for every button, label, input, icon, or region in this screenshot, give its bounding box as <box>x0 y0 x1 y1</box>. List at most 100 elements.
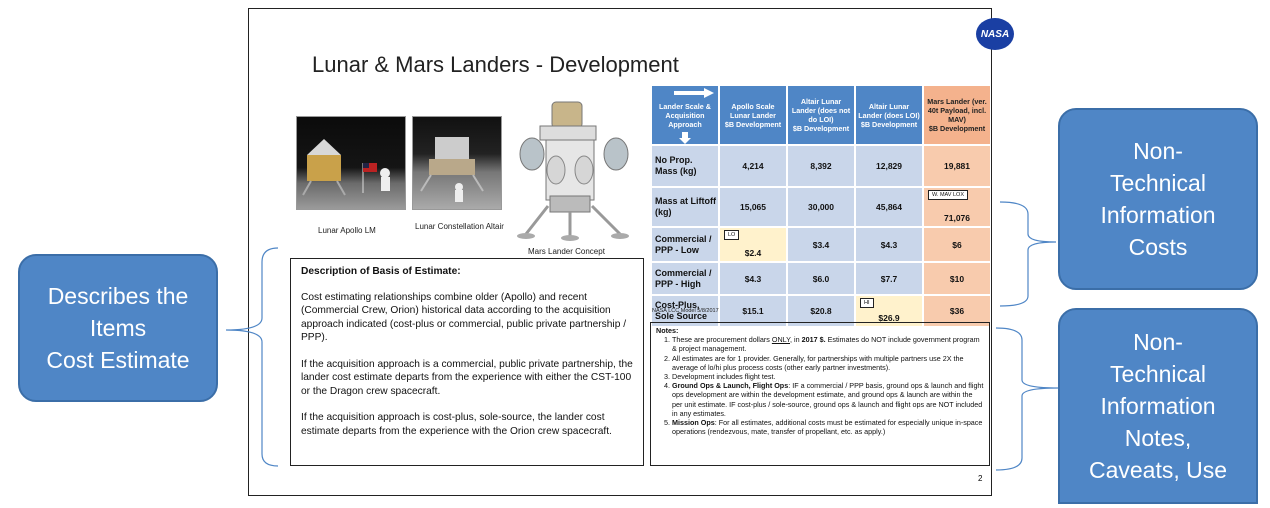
callout-line: Technical <box>1110 361 1206 387</box>
nasa-logo: NASA <box>976 18 1014 50</box>
note-bold: Ground Ops & Launch, Flight Ops <box>672 381 789 391</box>
callout-line: Non- <box>1133 138 1183 164</box>
description-heading: Description of Basis of Estimate: <box>301 266 461 277</box>
notes-title: Notes: <box>656 326 679 335</box>
arrow-down-icon <box>679 132 691 144</box>
arrow-right-icon <box>674 88 714 98</box>
table-cell: 4,214 <box>720 146 786 186</box>
table-row: Mass at Liftoff (kg) 15,065 30,000 45,86… <box>652 188 990 226</box>
table-cell: 12,829 <box>856 146 922 186</box>
table-cell: $4.3 <box>856 228 922 261</box>
cost-table: Lander Scale & Acquisition Approach Apol… <box>650 84 992 328</box>
description-paragraph-2: If the acquisition approach is a commerc… <box>301 358 633 397</box>
table-corner-cell: Lander Scale & Acquisition Approach <box>652 86 718 144</box>
table-cell: 45,864 <box>856 188 922 226</box>
callout-line: Information <box>1100 202 1216 228</box>
table-row: No Prop. Mass (kg) 4,214 8,392 12,829 19… <box>652 146 990 186</box>
note-item: These are procurement dollars ONLY, in 2… <box>672 335 984 353</box>
callout-text: Non- Technical Information Costs <box>1100 135 1215 263</box>
table-row: Commercial / PPP - Low LO $2.4 $3.4 $4.3… <box>652 228 990 261</box>
callout-notes: Non- Technical Information Notes, Caveat… <box>1058 308 1258 504</box>
callout-line: Non- <box>1133 329 1183 355</box>
slide-title: Lunar & Mars Landers - Development <box>312 52 679 77</box>
col-name: Altair Lunar Lander (does LOI) <box>858 101 920 120</box>
page-number: 2 <box>978 474 983 483</box>
col-unit: $B Development <box>724 119 782 129</box>
callout-line: Costs <box>1128 234 1188 260</box>
table-cell-value: 71,076 <box>944 213 970 223</box>
notes-list: These are procurement dollars ONLY, in 2… <box>656 335 984 436</box>
hi-tag: HI <box>860 298 874 308</box>
apollo-caption: Lunar Apollo LM <box>318 226 376 235</box>
description-paragraph-3: If the acquisition approach is cost-plus… <box>301 412 612 437</box>
callout-line: Caveats, Use <box>1088 457 1228 483</box>
note-bold: 2017 $. <box>801 335 826 345</box>
table-cell: 19,881 <box>924 146 990 186</box>
note-bold: Mission Ops <box>672 418 715 428</box>
note-text: , in <box>790 335 802 345</box>
table-cell-value: $26.9 <box>878 313 900 323</box>
table-cell-value: $2.4 <box>744 248 762 258</box>
description-box: Description of Basis of Estimate: Cost e… <box>290 258 644 466</box>
table-row: Commercial / PPP - High $4.3 $6.0 $7.7 $… <box>652 263 990 294</box>
table-cell: 15,065 <box>720 188 786 226</box>
table-cell: $15.1 <box>720 296 786 326</box>
col-name: Apollo Scale Lunar Lander <box>730 101 776 120</box>
mars-lander-caption: Mars Lander Concept <box>528 247 605 256</box>
note-item: All estimates are for 1 provider. Genera… <box>672 354 984 372</box>
note-item: Mission Ops: For all estimates, addition… <box>672 418 984 436</box>
description-paragraph-1: Cost estimating relationships combine ol… <box>301 291 627 344</box>
note-item: Development includes flight test. <box>672 372 984 381</box>
callout-describes-items: Describes the Items Cost Estimate <box>18 254 218 402</box>
note-text: Estimates do NOT include government prog… <box>672 335 980 354</box>
notes-box: Notes: These are procurement dollars ONL… <box>650 322 990 466</box>
table-cell: $6 <box>924 228 990 261</box>
row-label: No Prop. Mass (kg) <box>652 146 718 186</box>
table-cell-mars-liftoff: W. MAV LOX 71,076 <box>924 188 990 226</box>
callout-costs: Non- Technical Information Costs <box>1058 108 1258 290</box>
callout-line: Items <box>89 315 147 341</box>
col-unit: $B Development <box>792 124 850 133</box>
row-label: Cost-Plus, Sole Source <box>652 296 718 326</box>
table-cell: $7.7 <box>856 263 922 294</box>
note-item: Ground Ops & Launch, Flight Ops: IF a co… <box>672 381 984 418</box>
note-underline: ONLY <box>771 335 790 345</box>
callout-text: Describes the Items Cost Estimate <box>46 280 189 376</box>
col-header-altair-loi: Altair Lunar Lander (does LOI)$B Develop… <box>856 86 922 144</box>
table-cell: $20.8 <box>788 296 854 326</box>
table-cell: $36 <box>924 296 990 326</box>
row-label: Commercial / PPP - Low <box>652 228 718 261</box>
table-cell-altair-loi-cost-plus: HI $26.9 <box>856 296 922 326</box>
table-cell: $4.3 <box>720 263 786 294</box>
col-header-apollo: Apollo Scale Lunar Lander$B Development <box>720 86 786 144</box>
callout-line: Information <box>1100 393 1216 419</box>
col-header-altair-no-loi: Altair Lunar Lander (does not do LOI)$B … <box>788 86 854 144</box>
note-text: : IF a commercial / PPP basis, ground op… <box>672 381 984 418</box>
table-header-row: Lander Scale & Acquisition Approach Apol… <box>652 86 990 144</box>
table-cell: 8,392 <box>788 146 854 186</box>
row-label: Commercial / PPP - High <box>652 263 718 294</box>
mav-tag: W. MAV LOX <box>928 190 968 200</box>
col-unit: $B Development <box>928 124 986 133</box>
mars-lander-render <box>510 96 642 244</box>
altair-photo <box>412 116 502 210</box>
table-cell: $3.4 <box>788 228 854 261</box>
table-cell-apollo-low: LO $2.4 <box>720 228 786 261</box>
callout-line: Describes the <box>47 283 189 309</box>
table-cell: 30,000 <box>788 188 854 226</box>
row-label: Mass at Liftoff (kg) <box>652 188 718 226</box>
table-cell: $10 <box>924 263 990 294</box>
table-cell: $6.0 <box>788 263 854 294</box>
table-corner-label: Lander Scale & Acquisition Approach <box>659 101 711 129</box>
altair-caption: Lunar Constellation Altair <box>415 222 504 231</box>
callout-line: Cost Estimate <box>46 347 190 373</box>
col-header-mars: Mars Lander (ver. 40t Payload, incl. MAV… <box>924 86 990 144</box>
callout-text: Non- Technical Information Notes, Caveat… <box>1089 326 1227 486</box>
note-text: : For all estimates, additional costs mu… <box>672 418 983 437</box>
model-note: NASA LCC Model 5/8/2017 <box>652 308 719 314</box>
col-name: Altair Lunar Lander (does not do LOI) <box>791 97 851 124</box>
note-text: These are procurement dollars <box>672 335 772 345</box>
col-name: Mars Lander (ver. 40t Payload, incl. MAV… <box>927 97 987 124</box>
table-row: Cost-Plus, Sole Source $15.1 $20.8 HI $2… <box>652 296 990 326</box>
callout-line: Technical <box>1110 170 1206 196</box>
